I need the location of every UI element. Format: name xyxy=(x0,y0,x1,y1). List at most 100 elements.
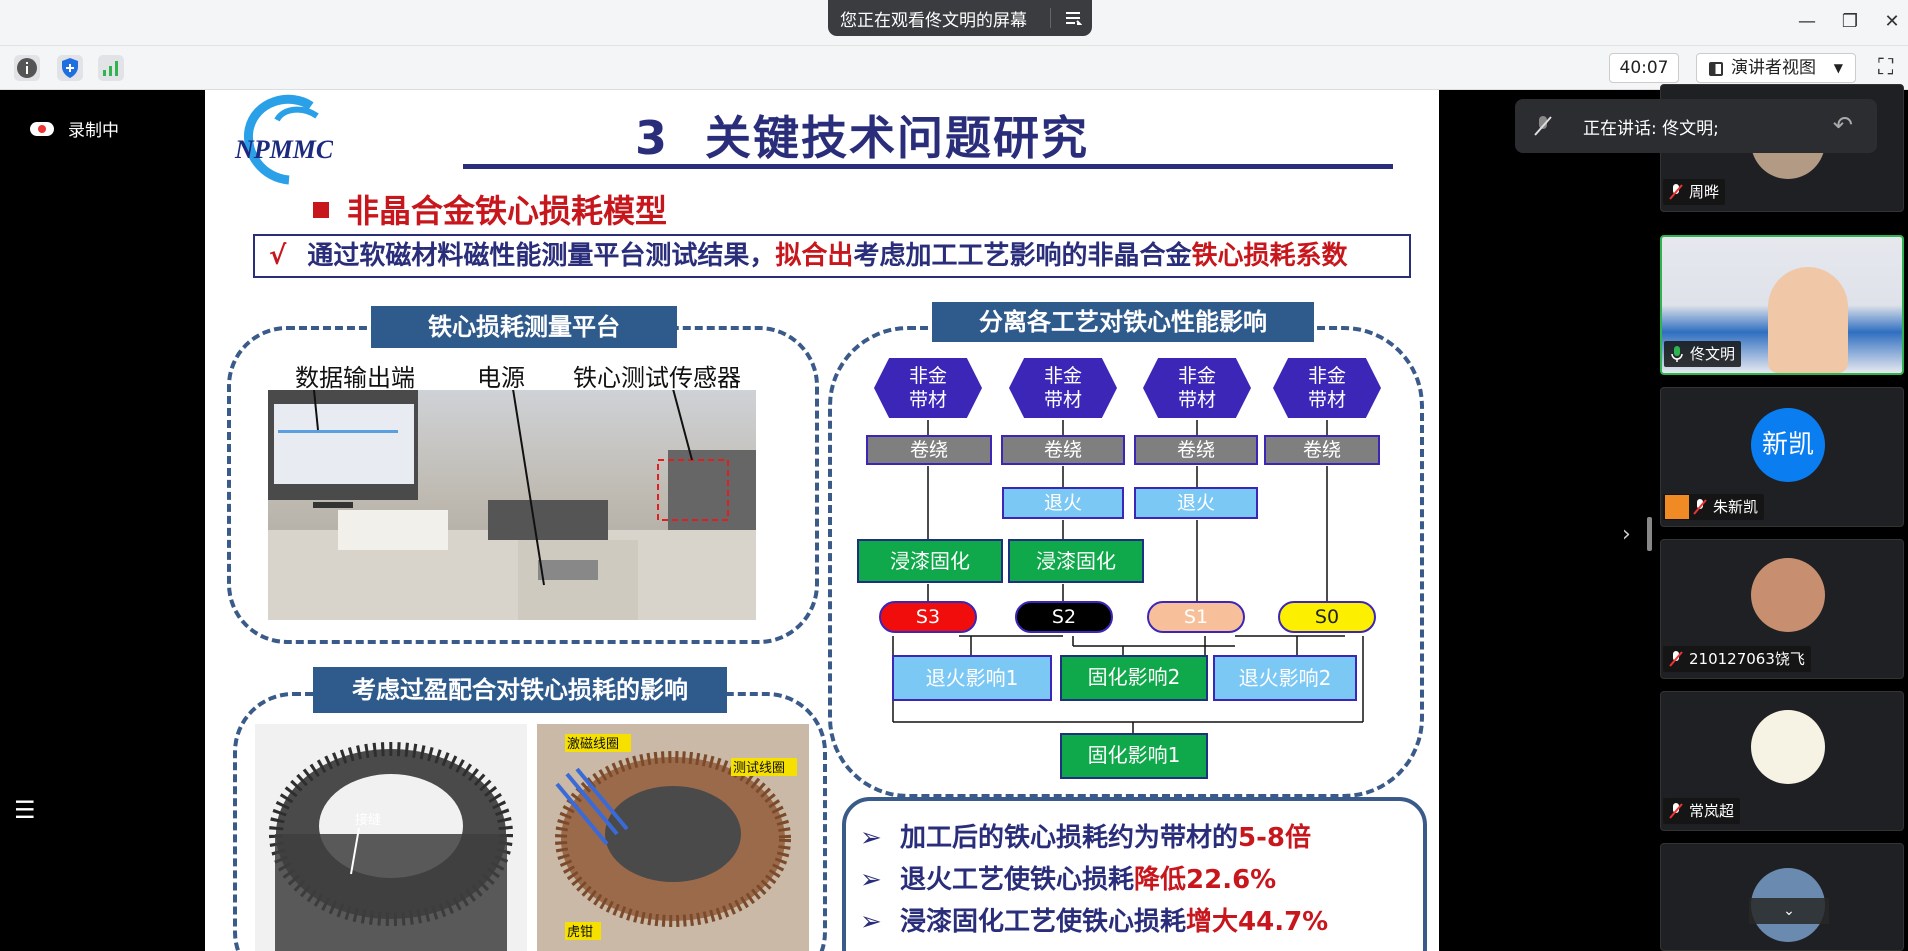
sample-s1: S1 xyxy=(1147,601,1245,633)
cure-step-1: 浸漆固化 xyxy=(857,539,1003,583)
summary-part-4: 铁心损耗系数 xyxy=(1191,241,1348,271)
slide-title: 3 关键技术问题研究 xyxy=(635,111,1090,165)
ribbon-hexagon-2: 非金 带材 xyxy=(1009,358,1117,418)
measurement-platform-photo xyxy=(268,390,756,620)
security-shield-icon[interactable] xyxy=(57,55,83,81)
title-underline xyxy=(463,164,1393,169)
chevron-down-icon: ▼ xyxy=(1833,61,1843,75)
close-icon[interactable]: ✕ xyxy=(1884,11,1900,32)
platform-header: 铁心损耗测量平台 xyxy=(371,306,677,348)
mic-muted-icon xyxy=(1669,651,1683,667)
conclusion-1-text: 加工后的铁心损耗约为带材的 xyxy=(900,823,1239,853)
fullscreen-icon[interactable]: ⛶ xyxy=(1878,55,1894,80)
participant-name-text: 周晔 xyxy=(1689,183,1720,201)
signal-strength-icon[interactable] xyxy=(98,55,124,81)
participant-name: 朱新凯 xyxy=(1663,494,1765,520)
seam-label: 接缝 xyxy=(355,812,381,828)
process-connector-lines xyxy=(892,420,1364,734)
ribbon-hexagon-3: 非金 带材 xyxy=(1143,358,1251,418)
winding-step-1: 卷绕 xyxy=(866,435,992,465)
chevron-down-icon[interactable]: ⌄ xyxy=(1749,898,1829,924)
interference-header: 考虑过盈配合对铁心损耗的影响 xyxy=(313,667,727,713)
view-mode-label: 演讲者视图 xyxy=(1731,58,1816,78)
winding-step-4: 卷绕 xyxy=(1264,435,1380,465)
meeting-toolbar xyxy=(0,46,1908,90)
slide-subtitle: 非晶合金铁心损耗模型 xyxy=(313,186,667,232)
participant-tile[interactable]: 常岚超 xyxy=(1660,691,1904,831)
sample-s2: S2 xyxy=(1015,601,1113,633)
participant-name: 常岚超 xyxy=(1663,798,1741,824)
label-core-sensor: 铁心测试传感器 xyxy=(573,364,741,392)
cure-step-2: 浸漆固化 xyxy=(1008,539,1144,583)
mic-muted-icon xyxy=(1669,184,1683,200)
participant-name-text: 210127063饶飞 xyxy=(1689,650,1805,668)
effect-anneal-2: 退火影响2 xyxy=(1213,655,1357,701)
participant-video-person xyxy=(1768,267,1848,373)
active-speaker-indicator: 正在讲话: 佟文明; ↶ xyxy=(1515,99,1877,153)
document-list-icon[interactable]: ☰ xyxy=(14,796,36,824)
participant-tile[interactable]: ⌄ xyxy=(1660,843,1904,951)
minimize-icon[interactable]: — xyxy=(1798,11,1816,32)
right-margin xyxy=(1439,90,1650,951)
screen-share-banner-text: 您正在观看佟文明的屏幕 xyxy=(840,10,1027,31)
test-coil-photo: 激磁线圈 测试线圈 虎钳 xyxy=(537,724,809,951)
left-panel xyxy=(0,90,205,951)
participant-name: 周晔 xyxy=(1663,179,1726,205)
conclusion-2-highlight: 降低22.6% xyxy=(1134,865,1277,895)
participant-tile-active[interactable]: 佟文明 xyxy=(1660,235,1904,375)
screen-share-banner: 您正在观看佟文明的屏幕 xyxy=(828,0,1092,36)
excitation-coil-label: 激磁线圈 xyxy=(567,737,619,752)
user-placeholder-icon xyxy=(1665,495,1689,519)
winding-step-3: 卷绕 xyxy=(1134,435,1258,465)
sample-s0: S0 xyxy=(1278,601,1376,633)
mic-active-icon xyxy=(1671,346,1683,362)
participant-name: 210127063饶飞 xyxy=(1663,646,1811,672)
shared-slide: NPMMC 3 关键技术问题研究 非晶合金铁心损耗模型 √ 通过软磁材料磁性能测… xyxy=(205,90,1439,951)
panel-resize-handle[interactable] xyxy=(1647,517,1652,551)
participant-name-text: 常岚超 xyxy=(1689,802,1735,820)
layout-icon xyxy=(1709,62,1723,76)
arrow-bullet: ➢ xyxy=(860,823,882,853)
npmmc-logo: NPMMC xyxy=(234,94,333,185)
conclusion-3-text: 浸漆固化工艺使铁心损耗 xyxy=(900,907,1187,937)
reply-icon[interactable]: ↶ xyxy=(1832,111,1853,139)
avatar xyxy=(1751,710,1825,784)
conclusion-2-text: 退火工艺使铁心损耗 xyxy=(900,865,1135,895)
info-icon[interactable] xyxy=(14,55,40,81)
conclusion-3-highlight: 增大44.7% xyxy=(1186,907,1329,937)
conclusion-1: ➢加工后的铁心损耗约为带材的5-8倍 xyxy=(860,817,1311,854)
summary-part-1: 通过软磁材料磁性能测量平台测试结果， xyxy=(307,241,776,271)
summary-box: √ 通过软磁材料磁性能测量平台测试结果，拟合出考虑加工工艺影响的非晶合金铁心损耗… xyxy=(253,234,1411,278)
sample-s3: S3 xyxy=(879,601,977,633)
label-data-output: 数据输出端 xyxy=(295,364,415,392)
conclusions-box: ➢加工后的铁心损耗约为带材的5-8倍 ➢退火工艺使铁心损耗降低22.6% ➢浸漆… xyxy=(842,797,1427,951)
vise-label: 虎钳 xyxy=(567,925,593,940)
ribbon-hexagon-1: 非金 带材 xyxy=(874,358,982,418)
winding-step-2: 卷绕 xyxy=(1001,435,1125,465)
avatar: 新凯 xyxy=(1751,408,1825,482)
effect-anneal-1: 退火影响1 xyxy=(892,655,1052,701)
recording-indicator[interactable]: 录制中 xyxy=(30,116,119,141)
chevron-right-icon[interactable]: › xyxy=(1622,522,1631,547)
cloud-record-icon xyxy=(30,121,54,136)
test-coil-label: 测试线圈 xyxy=(733,761,785,776)
anneal-step-2: 退火 xyxy=(1134,487,1258,519)
summary-part-2: 拟合出 xyxy=(775,241,854,271)
participant-name-text: 朱新凯 xyxy=(1713,498,1759,516)
avatar xyxy=(1751,558,1825,632)
effect-cure-1: 固化影响1 xyxy=(1060,733,1208,779)
view-mode-dropdown[interactable]: 演讲者视图 ▼ xyxy=(1696,53,1856,83)
logo-text: NPMMC xyxy=(234,135,333,164)
participant-name-text: 佟文明 xyxy=(1690,345,1736,363)
label-power: 电源 xyxy=(477,364,525,392)
restore-icon[interactable]: ❐ xyxy=(1841,11,1859,32)
list-menu-icon[interactable] xyxy=(1064,9,1082,27)
check-mark: √ xyxy=(269,241,287,271)
mic-muted-icon xyxy=(1693,499,1707,515)
participant-tile[interactable]: 新凯 朱新凯 xyxy=(1660,387,1904,527)
arrow-bullet: ➢ xyxy=(860,907,882,937)
participant-tile[interactable]: 210127063饶飞 xyxy=(1660,539,1904,679)
recording-label: 录制中 xyxy=(68,121,119,141)
participant-name: 佟文明 xyxy=(1664,341,1742,367)
speaking-text: 正在讲话: 佟文明; xyxy=(1583,118,1719,139)
